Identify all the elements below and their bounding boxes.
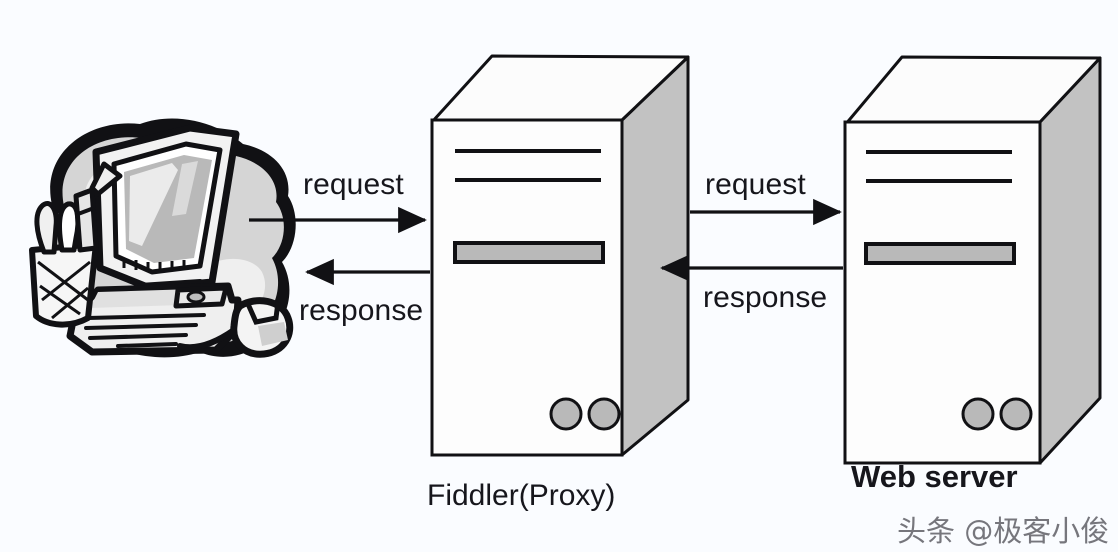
monitor-vents [122, 258, 186, 272]
mouse-cable [177, 327, 237, 351]
server-tower-button-2 [999, 397, 1033, 431]
label-response-server-proxy: response [703, 281, 828, 314]
fiddler-proxy-tower [430, 54, 690, 457]
pencil-cup-mesh [37, 260, 91, 320]
proxy-tower-front-face [430, 118, 624, 457]
label-request-proxy-server: request [705, 168, 806, 201]
server-tower-side-face [1038, 56, 1102, 465]
label-request-client-proxy: request [303, 168, 404, 201]
pencils [34, 161, 123, 255]
caption-fiddler-proxy: Fiddler(Proxy) [427, 479, 616, 512]
keyboard-keys [84, 313, 206, 348]
server-tower-button-1 [961, 397, 995, 431]
server-tower-drive-slot [864, 242, 1016, 265]
watermark-text: 头条 @极客小俊 [897, 514, 1110, 548]
proxy-tower-button-1 [549, 397, 583, 431]
flow-arrows [249, 198, 843, 286]
proxy-tower-drive-slot [453, 241, 605, 264]
mouse-buttons [245, 301, 281, 325]
monitor-screen-glare [129, 163, 178, 246]
monitor-screen-glare-2 [172, 161, 198, 216]
mouse-shade [258, 322, 288, 346]
web-server-tower [843, 55, 1102, 465]
client-computer-group [29, 118, 296, 358]
proxy-tower-button-2 [587, 397, 621, 431]
keyboard-drive-knob [186, 290, 206, 304]
caption-web-server: Web server [851, 459, 1018, 494]
proxy-tower-side-face [620, 55, 690, 457]
label-response-proxy-client: response [299, 294, 424, 327]
